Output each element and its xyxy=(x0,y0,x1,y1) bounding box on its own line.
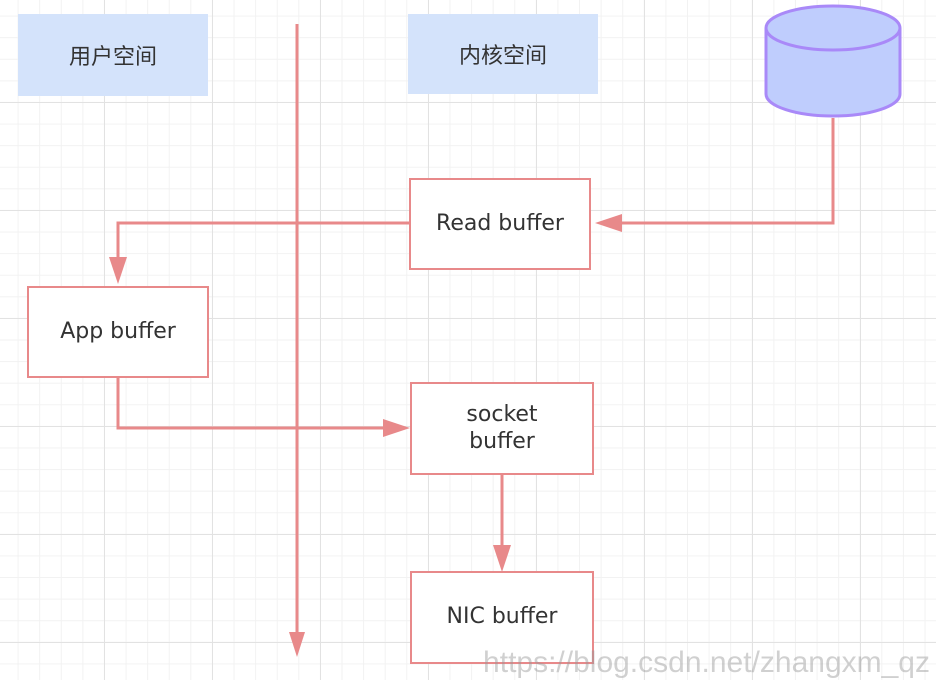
kernel-space-label: 内核空间 xyxy=(408,14,598,94)
socket-buffer-to-nic-buffer-arrowhead xyxy=(493,545,511,572)
user-space-label-text: 用户空间 xyxy=(68,45,157,70)
app-buffer-to-socket-buffer-connector xyxy=(116,377,385,430)
socket-buffer-label: socket buffer xyxy=(466,402,538,454)
app-buffer-label: App buffer xyxy=(60,318,176,344)
nic-buffer-label: NIC buffer xyxy=(446,604,558,630)
app-buffer-to-socket-buffer-arrowhead xyxy=(383,419,410,437)
socket-buffer-node[interactable]: socket buffer xyxy=(410,382,594,475)
database-cylinder-icon xyxy=(764,4,902,118)
boundary-arrowhead xyxy=(289,632,305,657)
read-buffer-node[interactable]: Read buffer xyxy=(409,178,591,270)
watermark: https://blog.csdn.net/zhangxm_qz xyxy=(483,646,930,679)
read-buffer-label: Read buffer xyxy=(436,210,564,236)
disk-to-read-buffer-connector xyxy=(620,118,835,225)
app-buffer-node[interactable]: App buffer xyxy=(27,286,209,378)
kernel-space-label-text: 内核空间 xyxy=(458,44,547,69)
read-buffer-to-app-buffer-connector xyxy=(116,221,409,260)
nic-buffer-node[interactable]: NIC buffer xyxy=(410,571,594,664)
read-buffer-to-app-buffer-arrowhead xyxy=(109,257,127,284)
user-space-label: 用户空间 xyxy=(18,14,208,96)
disk-to-read-buffer-arrowhead xyxy=(595,214,622,232)
